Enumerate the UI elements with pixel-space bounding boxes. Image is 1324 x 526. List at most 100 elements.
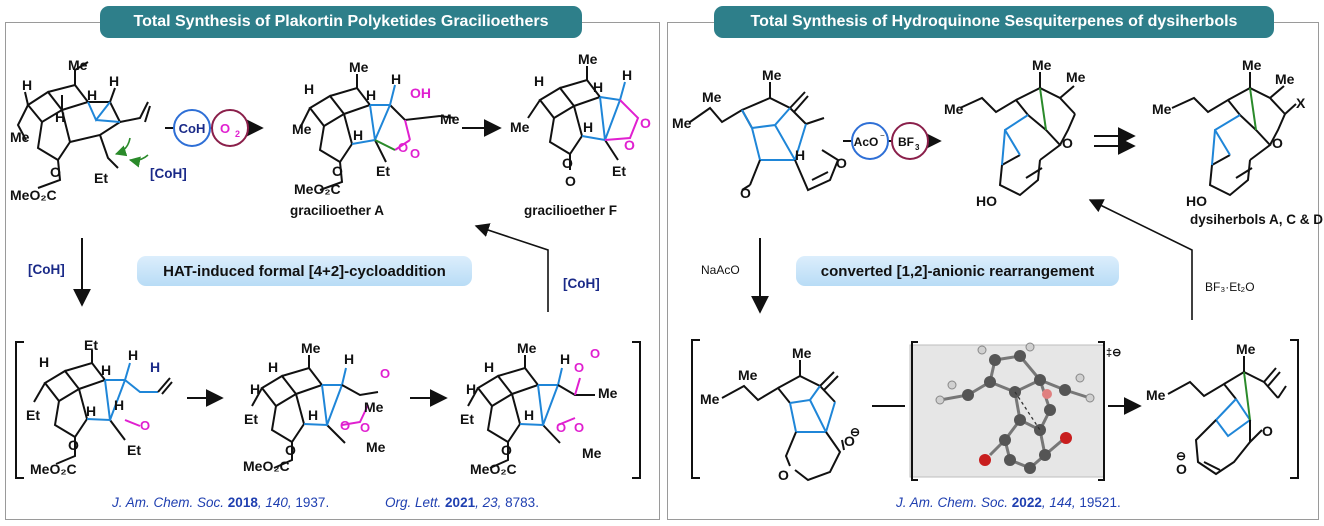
svg-text:O: O — [778, 467, 789, 483]
svg-text:Et: Et — [612, 163, 626, 179]
svg-text:Me: Me — [366, 439, 386, 455]
svg-text:O: O — [562, 155, 573, 171]
svg-text:−: − — [880, 131, 885, 140]
atom-o: O — [360, 420, 370, 435]
svg-text:H: H — [353, 127, 363, 143]
svg-text:Me: Me — [1152, 101, 1172, 117]
svg-text:Me: Me — [1032, 57, 1052, 73]
svg-text:Me: Me — [582, 445, 602, 461]
banner-dysiherbols: Total Synthesis of Hydroquinone Sesquite… — [714, 6, 1274, 38]
caption-gracilioether-a: gracilioether A — [290, 203, 385, 218]
svg-text:H: H — [622, 67, 632, 83]
svg-text:BF: BF — [898, 135, 914, 149]
svg-text:O: O — [565, 173, 576, 189]
double-arrow-to-dysiherbols — [1094, 127, 1136, 155]
label-hat-cycloaddition: HAT-induced formal [4+2]-cycloaddition — [137, 256, 472, 286]
structure-diene-precursor — [16, 61, 151, 189]
svg-text:Me: Me — [292, 121, 312, 137]
atom-o: O — [574, 420, 584, 435]
svg-text:O: O — [1062, 135, 1073, 151]
svg-text:Et: Et — [244, 411, 258, 427]
svg-text:Et: Et — [127, 442, 141, 458]
atom-o: O — [574, 360, 584, 375]
svg-text:Me: Me — [792, 345, 812, 361]
atom-o: O — [340, 418, 350, 433]
svg-text:H: H — [268, 359, 278, 375]
svg-text:O: O — [50, 164, 61, 180]
svg-text:H: H — [593, 79, 603, 95]
svg-text:Me: Me — [440, 111, 460, 127]
svg-text:Me: Me — [301, 340, 321, 356]
citation-orglett-2021: Org. Lett. 2021, 23, 8783. — [385, 495, 539, 510]
svg-text:H: H — [466, 381, 476, 397]
structure-dysiherbols — [1171, 72, 1297, 197]
atom-labels-5: H Me H H H Et O Me Me MeO₂C — [243, 340, 386, 474]
svg-text:O: O — [68, 437, 79, 453]
structure-gracilioether-f — [527, 66, 640, 170]
svg-text:HO: HO — [976, 193, 997, 209]
svg-text:Me: Me — [1236, 341, 1256, 357]
svg-text:HO: HO — [1186, 193, 1207, 209]
structure-intermediate-3 — [467, 355, 595, 469]
atom-labels-2: H Me H H H Me O Et Me MeO₂C — [292, 59, 460, 197]
svg-text:O: O — [1262, 423, 1273, 439]
structure-enedione-precursor — [689, 82, 840, 192]
bracket-intermediates-left — [15, 341, 641, 479]
svg-text:Et: Et — [26, 407, 40, 423]
svg-text:H: H — [109, 73, 119, 89]
atom-labels-1: H Me H H H Me O Et MeO₂C — [10, 57, 119, 203]
svg-text:Me: Me — [68, 57, 88, 73]
atom-o: O — [640, 115, 651, 131]
svg-text:MeO₂C: MeO₂C — [470, 461, 517, 477]
svg-text:O: O — [332, 163, 343, 179]
transition-state-model — [909, 341, 1105, 481]
svg-text:O: O — [1272, 135, 1283, 151]
svg-text:Et: Et — [84, 337, 98, 353]
caption-dysiherbols: dysiherbols A, C & D — [1190, 212, 1324, 227]
svg-text:Me: Me — [672, 115, 692, 131]
citation-jacs-2018: J. Am. Chem. Soc. 2018, 140, 1937. — [112, 495, 330, 510]
atom-o: O — [624, 137, 635, 153]
structure-gracilioether-a — [299, 74, 456, 191]
structure-intermediate-2 — [251, 355, 379, 469]
ts-charge-label: ‡⊖ — [1106, 347, 1121, 359]
svg-text:Me: Me — [598, 385, 618, 401]
svg-text:O: O — [836, 155, 847, 171]
svg-text:H: H — [583, 119, 593, 135]
svg-text:O: O — [740, 185, 751, 201]
arrow-up-right — [474, 223, 549, 312]
svg-text:H: H — [795, 147, 805, 163]
reagent-circles-aco-bf3: AcO − BF 3 — [843, 122, 942, 160]
svg-text:MeO₂C: MeO₂C — [243, 458, 290, 474]
svg-text:H: H — [304, 81, 314, 97]
atom-labels-11: Me Me O O ⊖ — [1146, 341, 1273, 477]
svg-text:X: X — [1296, 95, 1306, 111]
atom-o: O — [380, 366, 390, 381]
svg-text:Me: Me — [10, 129, 30, 145]
svg-text:Me: Me — [738, 367, 758, 383]
svg-text:MeO₂C: MeO₂C — [294, 181, 341, 197]
svg-text:O: O — [844, 433, 855, 449]
structure-enolate-1 — [721, 360, 845, 482]
structure-intermediate-1 — [33, 350, 173, 465]
bracket-intermediates-right — [691, 339, 1299, 479]
svg-text:Et: Et — [376, 163, 390, 179]
svg-text:Me: Me — [1242, 57, 1262, 73]
svg-text:Me: Me — [364, 399, 384, 415]
svg-text:AcO: AcO — [854, 135, 879, 149]
svg-text:H: H — [22, 77, 32, 93]
svg-text:H: H — [87, 87, 97, 103]
reagent-coh-1: [CoH] — [150, 166, 187, 181]
svg-text:CoH: CoH — [179, 121, 206, 136]
svg-text:Me: Me — [517, 340, 537, 356]
svg-text:Me: Me — [944, 101, 964, 117]
svg-text:H: H — [55, 109, 65, 125]
structure-cyclization-product — [959, 72, 1076, 197]
svg-text:O: O — [1176, 461, 1187, 477]
svg-text:O: O — [501, 442, 512, 458]
structure-enolate-2 — [1167, 356, 1287, 476]
svg-text:2: 2 — [235, 129, 240, 139]
reagent-coh-3: [CoH] — [563, 276, 600, 291]
svg-text:⊖: ⊖ — [1176, 449, 1186, 463]
